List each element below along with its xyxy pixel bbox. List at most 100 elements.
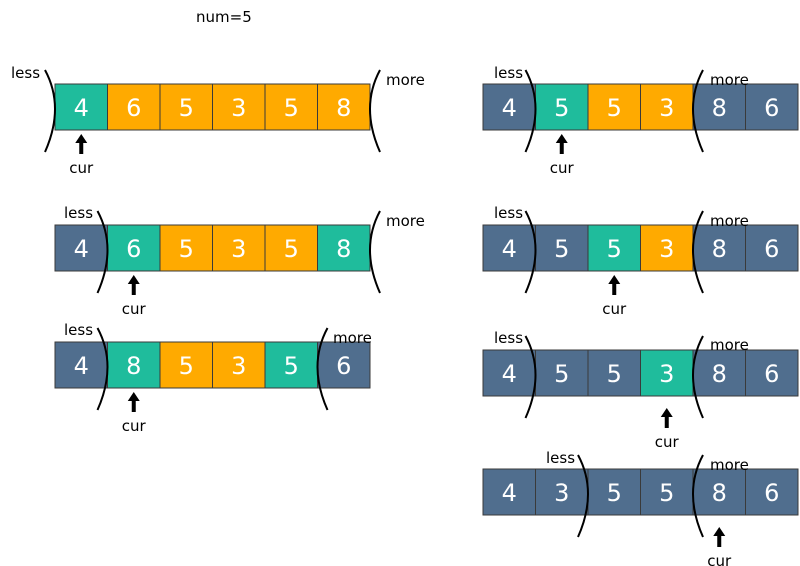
less-label: less [546, 449, 575, 467]
more-bracket [316, 327, 329, 411]
array-cell [692, 224, 746, 272]
cur-arrow-icon [555, 134, 568, 154]
cur-label: cur [707, 552, 732, 566]
cell-value: 4 [502, 479, 517, 507]
cur-label: cur [602, 300, 627, 318]
array-cell [640, 224, 694, 272]
array-cell [640, 83, 694, 131]
array-cell [692, 83, 746, 131]
array-cell [317, 83, 371, 131]
cell-value: 8 [336, 94, 351, 122]
array-cell [587, 83, 641, 131]
cell-value: 6 [764, 479, 779, 507]
cur-arrow-icon [713, 527, 726, 547]
more-label: more [386, 212, 425, 230]
cell-value: 6 [126, 235, 141, 263]
cell-value: 5 [179, 94, 194, 122]
array-cell [54, 224, 108, 272]
cell-value: 4 [74, 235, 89, 263]
cell-value: 8 [712, 360, 727, 388]
cell-value: 5 [554, 94, 569, 122]
cell-value: 5 [607, 360, 622, 388]
array-cell [745, 468, 799, 516]
cur-arrow-icon [127, 275, 140, 295]
cell-value: 3 [231, 352, 246, 380]
array-cell [482, 224, 536, 272]
array-cell [107, 341, 161, 389]
cell-value: 5 [607, 94, 622, 122]
cell-value: 5 [284, 352, 299, 380]
more-label: more [710, 336, 749, 354]
cell-value: 3 [659, 94, 674, 122]
array-cell [587, 468, 641, 516]
array-cell [317, 341, 371, 389]
cell-value: 8 [126, 352, 141, 380]
array-cell [54, 341, 108, 389]
cur-arrow-icon [127, 392, 140, 412]
cell-value: 3 [231, 235, 246, 263]
cell-value: 5 [179, 352, 194, 380]
cur-arrow-icon [660, 408, 673, 428]
more-bracket [369, 210, 381, 294]
array-cell [640, 468, 694, 516]
array-cell [535, 224, 589, 272]
cell-value: 5 [659, 479, 674, 507]
array-cell [54, 83, 108, 131]
cur-label: cur [122, 417, 147, 435]
cell-value: 8 [712, 94, 727, 122]
cell-value: 6 [126, 94, 141, 122]
array-cell [745, 349, 799, 397]
array-cell [107, 83, 161, 131]
more-bracket [692, 335, 704, 419]
cur-arrow-icon [608, 275, 621, 295]
cell-value: 5 [554, 235, 569, 263]
cur-label: cur [69, 159, 94, 177]
less-bracket [524, 210, 537, 294]
cell-value: 8 [712, 235, 727, 263]
cell-value: 6 [764, 235, 779, 263]
title: num=5 [196, 8, 252, 26]
less-label: less [494, 329, 523, 347]
cell-value: 6 [764, 94, 779, 122]
more-bracket [369, 69, 381, 153]
cell-value: 5 [284, 94, 299, 122]
more-bracket [692, 69, 704, 153]
array-states: 4 6 5 3 5 8 less more cur 4 6 5 3 5 8 less more cur 4 8 5 3 5 6… [11, 64, 799, 566]
cell-value: 4 [74, 352, 89, 380]
array-cell [745, 224, 799, 272]
cell-value: 3 [659, 360, 674, 388]
more-label: more [710, 71, 749, 89]
array-cell [212, 341, 266, 389]
more-bracket [692, 454, 704, 538]
cell-value: 5 [284, 235, 299, 263]
more-label: more [386, 71, 425, 89]
array-cell [482, 83, 536, 131]
more-label: more [710, 456, 749, 474]
less-bracket [96, 327, 109, 411]
less-bracket [524, 335, 537, 419]
cur-label: cur [655, 433, 680, 451]
cur-arrow-icon [75, 134, 88, 154]
cell-value: 5 [554, 360, 569, 388]
less-bracket [577, 454, 589, 538]
more-label: more [710, 212, 749, 230]
cell-value: 6 [764, 360, 779, 388]
array-cell [159, 341, 213, 389]
array-cell [640, 349, 694, 397]
cell-value: 3 [231, 94, 246, 122]
less-label: less [494, 204, 523, 222]
cell-value: 4 [502, 94, 517, 122]
cell-value: 5 [607, 479, 622, 507]
array-cell [587, 349, 641, 397]
cell-value: 6 [336, 352, 351, 380]
cell-value: 5 [607, 235, 622, 263]
cell-value: 5 [179, 235, 194, 263]
array-cell [587, 224, 641, 272]
array-cell [535, 349, 589, 397]
more-bracket [692, 210, 704, 294]
